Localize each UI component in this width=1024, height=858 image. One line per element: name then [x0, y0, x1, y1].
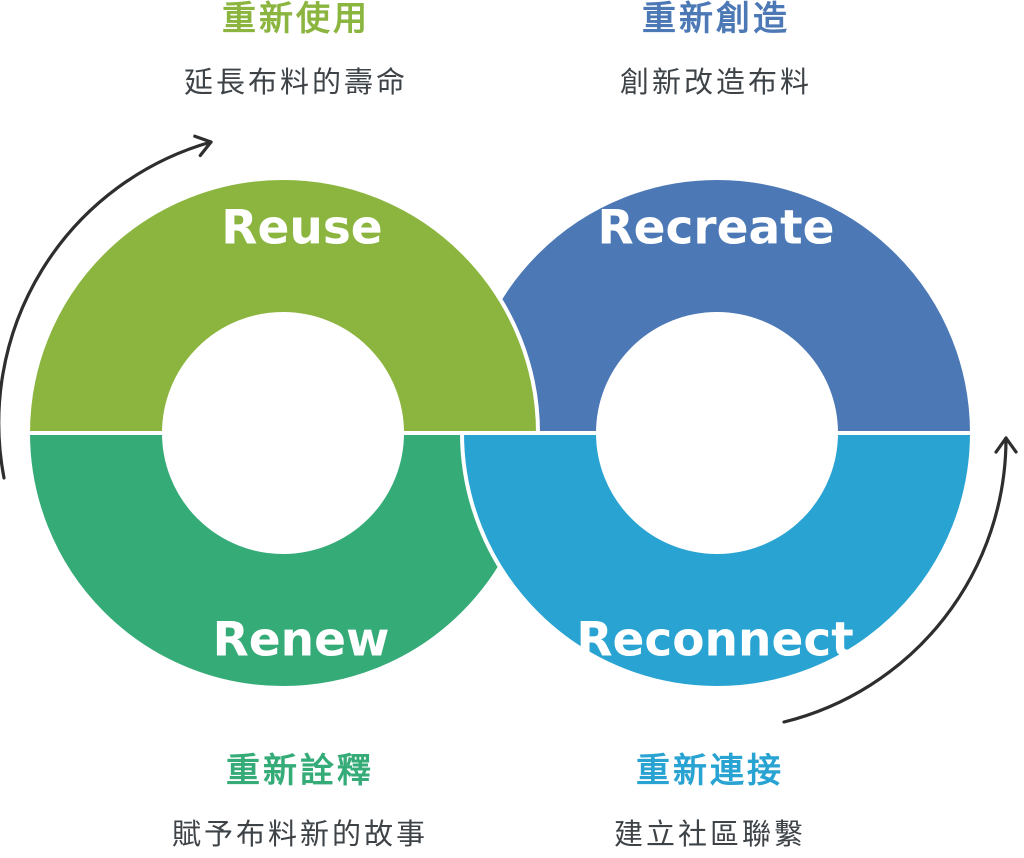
recreate-caption-subtitle: 創新改造布料 [619, 65, 813, 99]
recreate-ring-label: Recreate [597, 200, 835, 256]
reconnect-caption-subtitle: 建立社區聯繫 [613, 817, 807, 851]
reuse-caption-subtitle: 延長布料的壽命 [183, 65, 409, 99]
reconnect-caption: 重新連接 建立社區聯繫 [614, 752, 806, 850]
recreate-caption: 重新創造 創新改造布料 [620, 0, 812, 98]
reuse-ring-label: Reuse [221, 200, 383, 256]
curved-arrow-top-left-icon [0, 134, 213, 480]
renew-caption: 重新詮釋 賦予布料新的故事 [172, 752, 428, 850]
renew-caption-title: 重新詮釋 [225, 751, 374, 791]
curved-arrow-bottom-right-icon [782, 436, 1018, 724]
renew-caption-subtitle: 賦予布料新的故事 [171, 817, 429, 851]
recreate-caption-title: 重新創造 [641, 0, 790, 39]
reuse-segment [26, 176, 540, 435]
renew-ring-label: Renew [212, 612, 390, 668]
reconnect-caption-title: 重新連接 [635, 751, 784, 791]
recreate-segment [460, 176, 974, 435]
reconnect-ring-label: Reconnect [576, 612, 854, 668]
reconnect-segment [460, 431, 974, 690]
reuse-caption: 重新使用 延長布料的壽命 [184, 0, 408, 98]
reuse-caption-title: 重新使用 [221, 0, 370, 39]
